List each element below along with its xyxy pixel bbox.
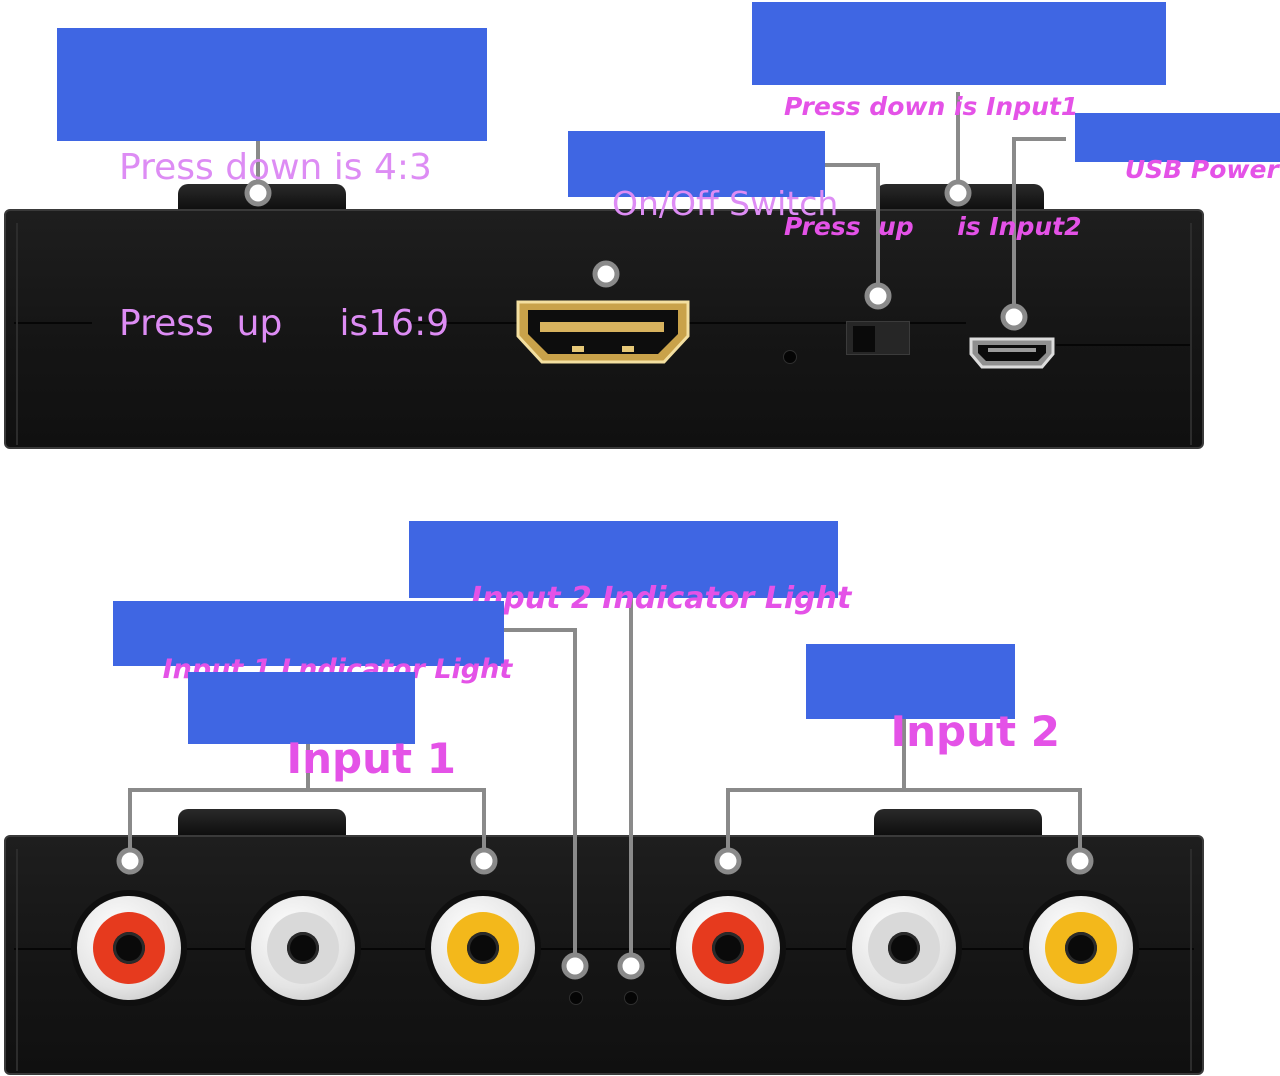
- input-select-line1: Press down is Input1: [784, 92, 1079, 121]
- rca-jack-pin: [712, 932, 744, 964]
- rca-jack-white: [245, 890, 361, 1006]
- rca-jack-yellow: [1023, 890, 1139, 1006]
- input2-label: Input 2: [806, 644, 1060, 756]
- input1-indicator-light: [569, 991, 583, 1005]
- rca-jack-white: [846, 890, 962, 1006]
- panel-edge: [1190, 849, 1192, 1071]
- input2-indicator-label-text: Input 2 Indicator Light: [470, 581, 852, 616]
- panel-seam: [14, 948, 1194, 950]
- rca-jack-pin: [113, 932, 145, 964]
- panel-seam: [14, 322, 92, 324]
- panel-edge: [16, 849, 18, 1071]
- usb-power-label-text: USB Power: [1124, 155, 1279, 184]
- panel-edge: [1190, 223, 1192, 445]
- rca-jack-pin: [467, 932, 499, 964]
- input1-label-text: Input 1: [286, 734, 456, 783]
- power-switch: [846, 321, 910, 355]
- panel-edge: [16, 223, 18, 445]
- rca-jack-pin: [888, 932, 920, 964]
- rca-jack-yellow: [425, 890, 541, 1006]
- ir-hole: [783, 350, 797, 364]
- panel-seam: [1056, 344, 1192, 346]
- aspect-ratio-line2: Press up is16:9: [119, 303, 450, 344]
- input2-indicator-label: Input 2 Indicator Light: [409, 521, 851, 616]
- usb-port: [969, 337, 1055, 369]
- rca-jack-pin: [287, 932, 319, 964]
- rca-jack-red: [670, 890, 786, 1006]
- input1-indicator-label: Input 1 Lndicator Light: [113, 601, 512, 685]
- top-button: [178, 809, 346, 837]
- device-front-panel: [4, 835, 1204, 1075]
- input2-indicator-light: [624, 991, 638, 1005]
- input-select-label: Press down is Input1 Press up is Input2: [752, 2, 1166, 241]
- rca-jack-red: [71, 890, 187, 1006]
- usb-power-label: USB Power: [1075, 113, 1280, 184]
- hdmi-port: [516, 300, 690, 364]
- rca-jack-pin: [1065, 932, 1097, 964]
- aspect-ratio-line1: Press down is 4:3: [119, 147, 432, 188]
- input2-label-text: Input 2: [890, 707, 1060, 756]
- input1-label: Input 1: [188, 672, 456, 783]
- top-button: [874, 809, 1042, 837]
- power-switch-label-text: On/Off Switch: [611, 184, 839, 223]
- aspect-ratio-label: Press down is 4:3 Press up is16:9: [57, 28, 487, 344]
- input-select-line2: Press up is Input2: [784, 212, 1082, 241]
- power-switch-label: On/Off Switch: [568, 131, 838, 223]
